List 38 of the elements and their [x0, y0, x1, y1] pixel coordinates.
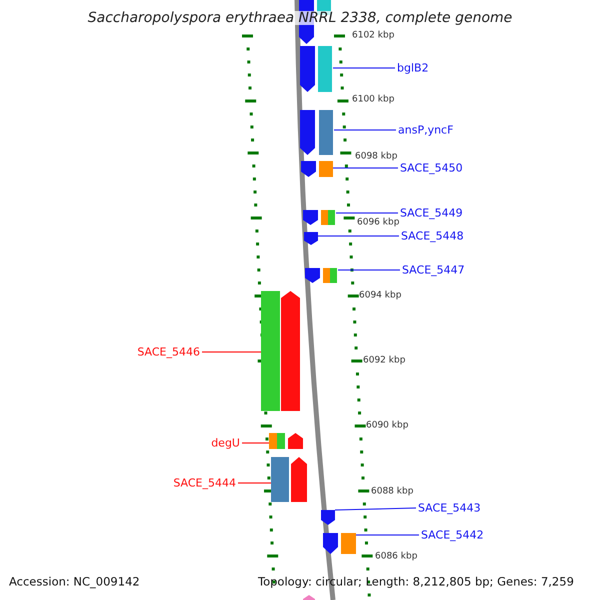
leader-line — [334, 508, 416, 510]
gene-drawing — [304, 232, 318, 245]
scale-label: 6086 kbp — [375, 552, 418, 562]
gene-drawing — [269, 433, 303, 449]
gene-drawing — [300, 46, 333, 92]
scale-label: 6092 kbp — [363, 356, 406, 366]
gene-label: SACE_5446 — [137, 346, 200, 358]
leader-line — [242, 442, 270, 444]
gene-drawing — [271, 457, 307, 502]
genome-info-text: Topology: circular; Length: 8,212,805 bp; Genes: 7,259 — [258, 576, 574, 588]
gene-drawing — [305, 268, 338, 283]
gene-label: SACE_5448 — [401, 230, 464, 242]
gene-label: SACE_5442 — [421, 530, 484, 540]
leader-line — [238, 482, 272, 484]
scale-label: 6102 kbp — [352, 32, 394, 40]
scale-label: 6100 kbp — [352, 96, 394, 104]
scale-label: 6090 kbp — [366, 422, 408, 430]
gene-label: SACE_5447 — [402, 264, 465, 276]
scale-label: 6088 kbp — [371, 488, 414, 496]
scale-label: 6094 kbp — [359, 292, 402, 300]
genome-info-text: Accession: NC_009142 — [9, 576, 140, 588]
scale-label: 6098 kbp — [355, 152, 398, 162]
gene-drawing — [261, 291, 300, 411]
gene-label: SACE_5449 — [400, 208, 463, 218]
gene-label: degU — [211, 438, 240, 448]
gene-drawing — [303, 210, 336, 225]
gene-drawing — [301, 161, 333, 177]
gene-label: SACE_5444 — [173, 478, 236, 488]
gene-label: SACE_5450 — [400, 162, 463, 174]
gene-drawing — [300, 110, 334, 155]
gene-drawing — [321, 510, 335, 525]
gene-label: bglB2 — [397, 62, 429, 74]
leader-line — [336, 212, 398, 214]
gene-drawing — [323, 533, 356, 554]
gene-label: SACE_5443 — [418, 502, 481, 514]
gene-label: ansP,yncF — [398, 124, 454, 136]
leader-line — [356, 534, 420, 536]
scale-label: 6096 kbp — [357, 218, 400, 228]
